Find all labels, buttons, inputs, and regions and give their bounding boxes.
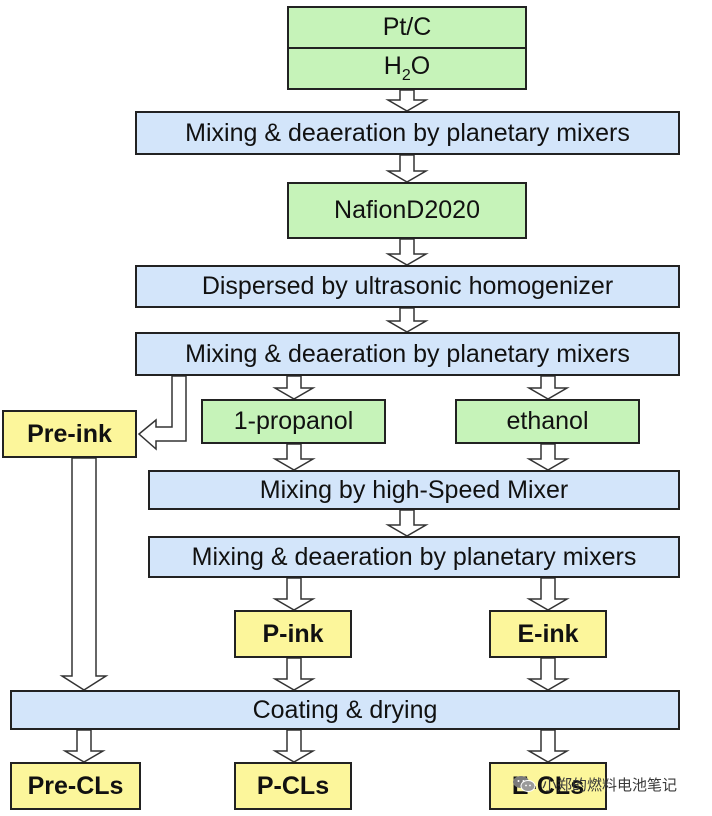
arrow-mix2-to-propanol <box>272 375 316 400</box>
arrow-propanol-to-highspeed <box>272 443 316 471</box>
coating-drying-step: Coating & drying <box>10 690 680 730</box>
h2o-label: H2O <box>383 52 431 84</box>
arrow-coating-to-pcls <box>272 729 316 763</box>
arrow-mix2-to-ethanol <box>526 375 570 400</box>
pre-cls-box: Pre-CLs <box>10 762 141 810</box>
p-cls-box: P-CLs <box>234 762 352 810</box>
p-ink-box: P-ink <box>234 610 352 658</box>
arrow-preink-to-coating <box>59 457 109 691</box>
arrow-nafion-to-ultrasonic <box>385 238 429 266</box>
arrow-mix3-to-pink <box>272 577 316 611</box>
arrow-coating-to-ecls <box>526 729 570 763</box>
nafion-box: NafionD2020 <box>287 182 527 239</box>
mixing-deaeration-step-3: Mixing & deaeration by planetary mixers <box>148 536 680 578</box>
high-speed-mixer-step: Mixing by high-Speed Mixer <box>148 470 680 510</box>
arrow-coating-to-precls <box>62 729 106 763</box>
mixing-deaeration-step-2: Mixing & deaeration by planetary mixers <box>135 332 680 376</box>
ethanol-box: ethanol <box>455 399 640 444</box>
arrow-mix2-to-preink <box>137 375 187 451</box>
arrow-pink-to-coating <box>272 657 316 691</box>
arrow-ultrasonic-to-mix2 <box>385 307 429 333</box>
watermark-text: 小郑的燃料电池笔记 <box>542 776 678 794</box>
arrow-eink-to-coating <box>526 657 570 691</box>
arrow-h2o-to-mix1 <box>385 89 429 112</box>
ultrasonic-step: Dispersed by ultrasonic homogenizer <box>135 265 680 308</box>
wechat-icon <box>513 776 536 792</box>
arrow-mix3-to-eink <box>526 577 570 611</box>
arrow-mix1-to-nafion <box>385 154 429 183</box>
watermark: 小郑的燃料电池笔记 <box>512 770 708 798</box>
e-ink-box: E-ink <box>489 610 607 658</box>
arrow-ethanol-to-highspeed <box>526 443 570 471</box>
pre-ink-box: Pre-ink <box>2 410 137 458</box>
ptc-box: Pt/C <box>287 6 527 49</box>
ptc-label: Pt/C <box>382 13 432 41</box>
arrow-highspeed-to-mix3 <box>385 509 429 537</box>
propanol-box: 1-propanol <box>201 399 386 444</box>
mixing-deaeration-step-1: Mixing & deaeration by planetary mixers <box>135 111 680 155</box>
h2o-box: H2O <box>287 47 527 90</box>
